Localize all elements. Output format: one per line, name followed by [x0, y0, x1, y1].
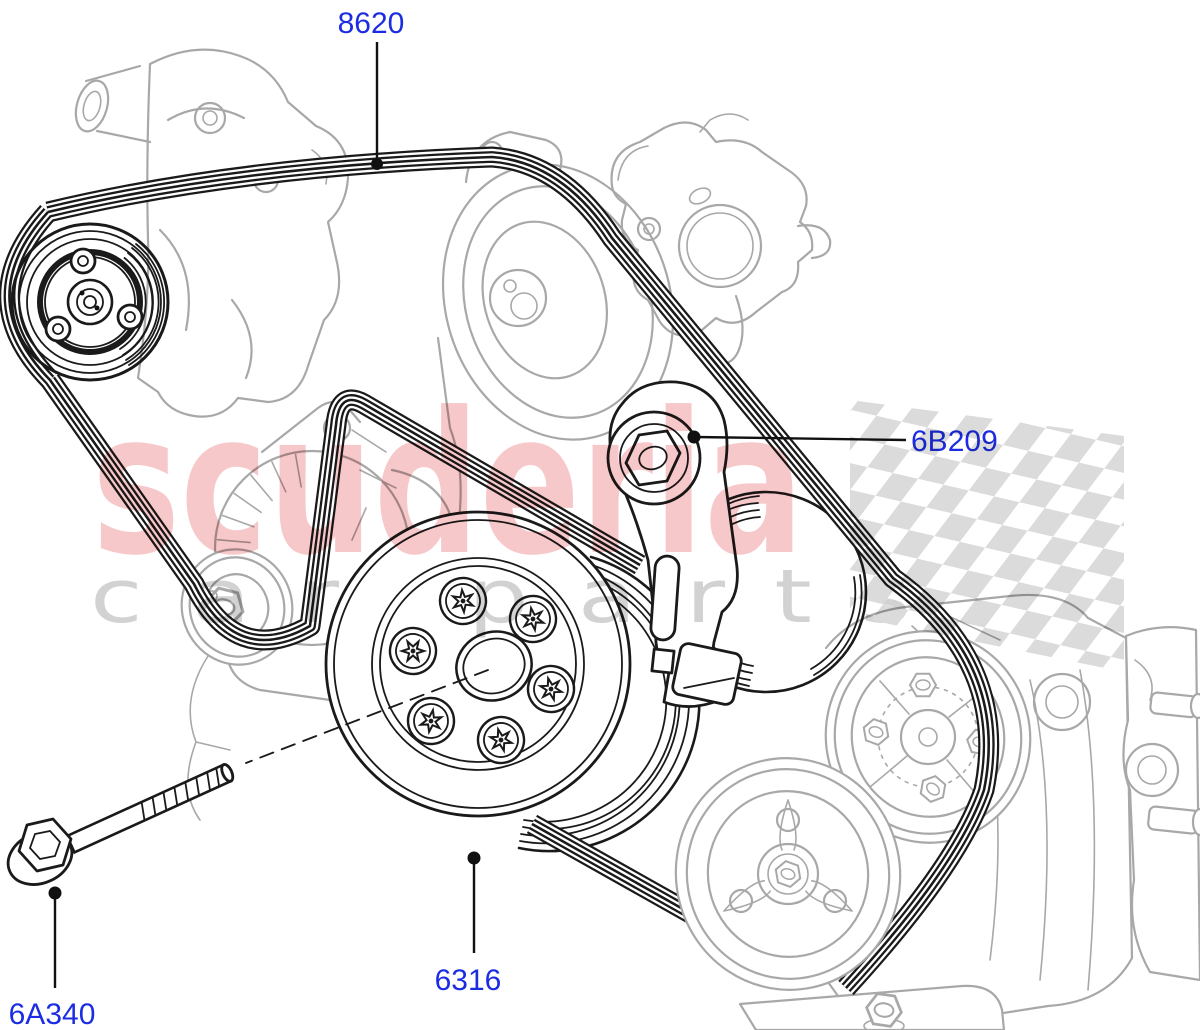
- part-number-bolt[interactable]: 6A340: [9, 998, 96, 1030]
- leader-dot: [371, 158, 383, 170]
- watermark: scuderia car parts: [90, 371, 1124, 672]
- tensioner-6B209: [606, 380, 743, 708]
- callout-crank-pulley[interactable]: 6316: [435, 851, 502, 998]
- ps-pump-pulley: [10, 222, 170, 382]
- idler-pulley: [441, 163, 675, 441]
- thermostat-housing: [610, 113, 832, 365]
- callouts: 8620 6B209 6316 6A340: [9, 7, 998, 1030]
- callout-bolt[interactable]: 6A340: [9, 886, 96, 1030]
- callout-belt[interactable]: 8620: [338, 7, 405, 170]
- part-number-belt[interactable]: 8620: [338, 7, 405, 40]
- part-number-crank-pulley[interactable]: 6316: [435, 964, 502, 997]
- bottom-bracket: [738, 984, 1006, 1030]
- ac-clutch-pulley: [674, 757, 902, 991]
- pump-spout: [74, 64, 152, 144]
- watermark-brand: scuderia: [92, 371, 804, 599]
- bolt-axis-dashed-line: [245, 669, 489, 764]
- engine-block-right: [1122, 626, 1200, 982]
- watermark-checkered-flag: [850, 400, 1124, 672]
- watermark-subtitle: car parts: [90, 554, 960, 640]
- pulley-bolt-6A340: [6, 762, 235, 886]
- tensioner-pivot-bolt: [624, 429, 682, 487]
- tensioner-foot: [671, 642, 743, 706]
- tensioner-square-hole: [650, 647, 676, 675]
- engine-background-art: [74, 48, 1200, 1030]
- bolt-hex-head: [17, 817, 73, 873]
- tensioner-slot: [649, 554, 681, 642]
- crankshaft-pulley-6316: [245, 510, 632, 818]
